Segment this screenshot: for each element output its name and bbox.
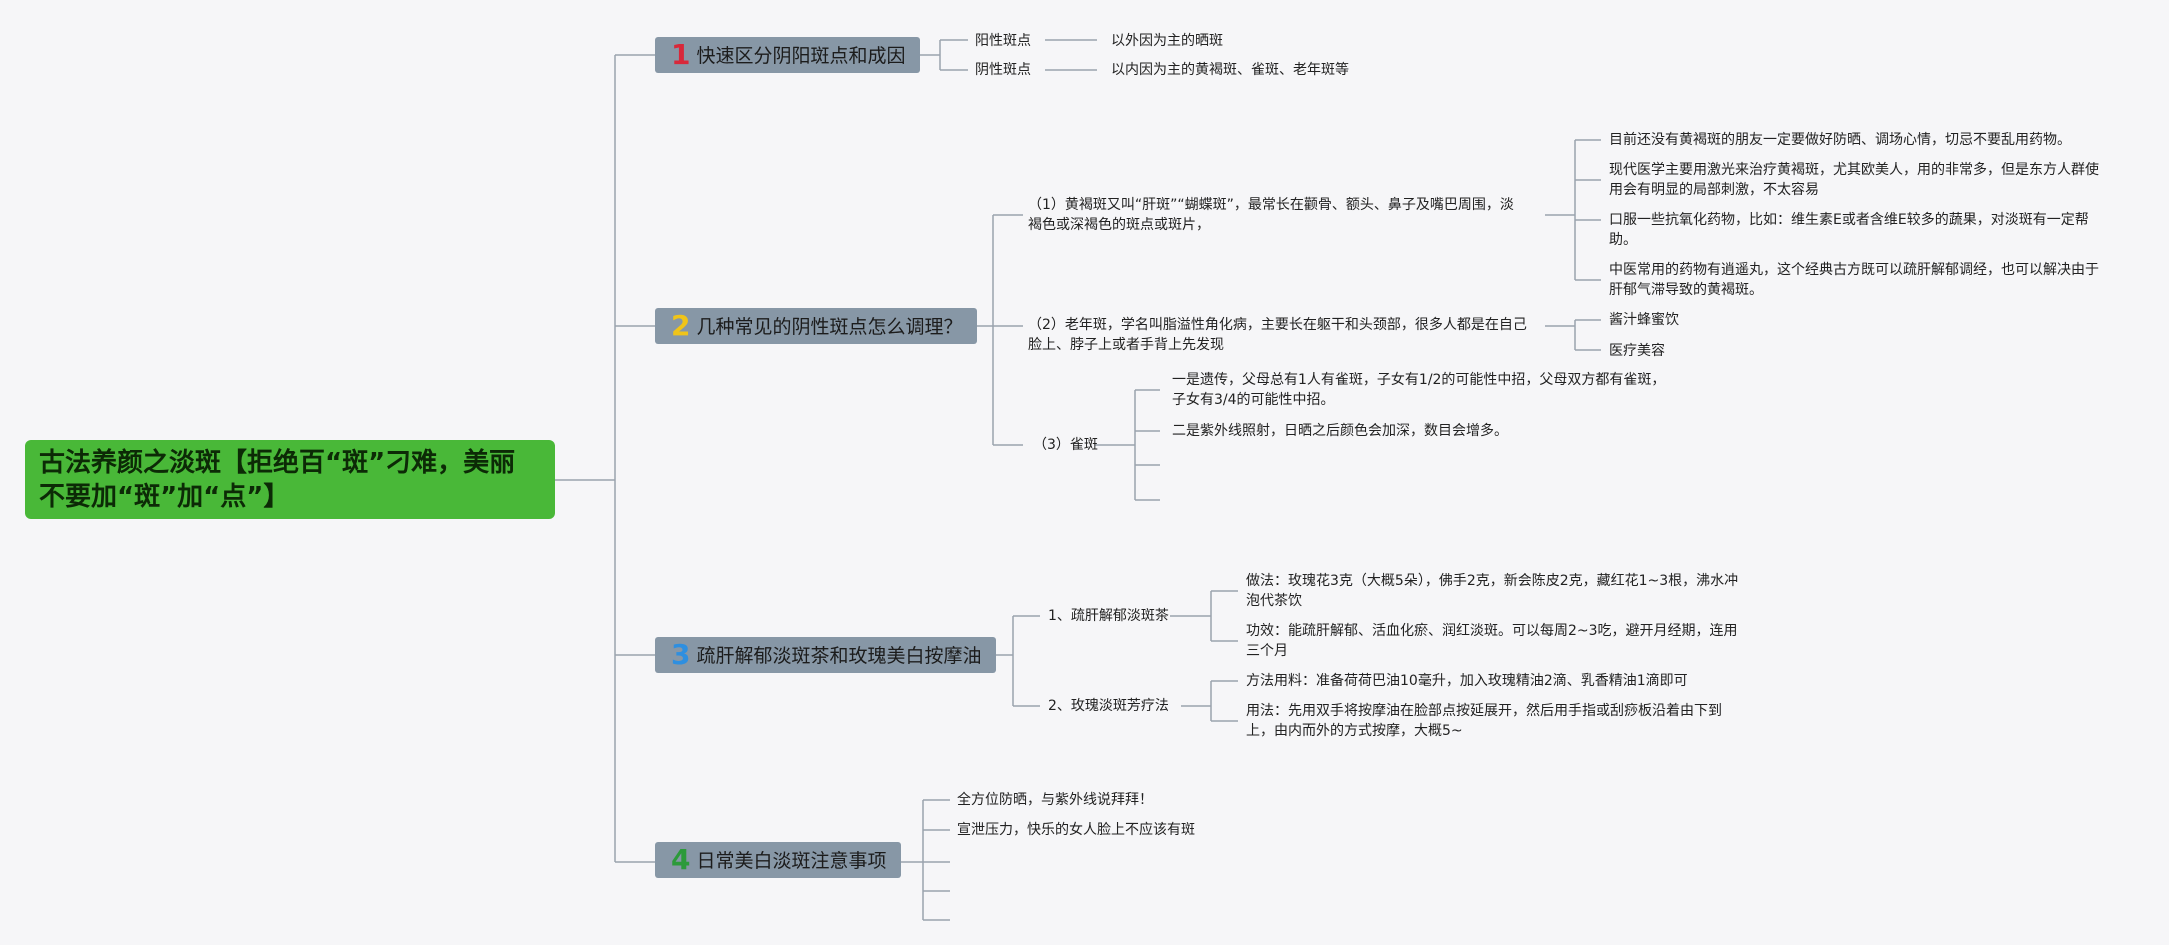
b2-i1-child-4: 中医常用的药物有逍遥丸，这个经典古方既可以疏肝解郁调经，也可以解决由于肝郁气滞导… xyxy=(1609,262,2099,298)
b3-item-2-label: 2、玫瑰淡斑芳疗法 xyxy=(1048,698,1169,714)
b4-item-2-label: 宣泄压力，快乐的女人脸上不应该有斑 xyxy=(957,822,1195,838)
b2-item-1-label: （1）黄褐斑又叫“肝斑”“蝴蝶斑”，最常长在颧骨、额头、鼻子及嘴巴周围，淡褐色或… xyxy=(1028,197,1514,233)
branch-2-label: 几种常见的阴性斑点怎么调理？ xyxy=(696,316,963,338)
branch-3-number: 3 xyxy=(671,638,691,671)
b2-i2-child-2: 医疗美容 xyxy=(1609,343,1665,359)
b2-i2-child-1: 酱汁蜂蜜饮 xyxy=(1609,312,1679,328)
branch-1-label: 快速区分阴阳斑点和成因 xyxy=(696,45,906,67)
b2-i3-child-1: 一是遗传，父母总有1人有雀斑，子女有1/2的可能性中招，父母双方都有雀斑，子女有… xyxy=(1172,372,1666,408)
b3-i2-child-1: 方法用料：准备荷荷巴油10毫升，加入玫瑰精油2滴、乳香精油1滴即可 xyxy=(1246,673,1688,689)
branch-3-label: 疏肝解郁淡斑茶和玫瑰美白按摩油 xyxy=(696,645,982,667)
branch-2-number: 2 xyxy=(671,309,691,342)
b3-i2-child-2: 用法：先用双手将按摩油在脸部点按延展开，然后用手指或刮痧板沿着由下到上，由内而外… xyxy=(1246,703,1722,739)
b2-i1-child-3: 口服一些抗氧化药物，比如：维生素E或者含维E较多的蔬果，对淡斑有一定帮助。 xyxy=(1609,212,2089,248)
branch-4-number: 4 xyxy=(671,843,691,876)
b1-item-2-label: 阴性斑点 xyxy=(975,62,1031,78)
b2-item-2-label: （2）老年斑，学名叫脂溢性角化病，主要长在躯干和头颈部，很多人都是在自己脸上、脖… xyxy=(1028,317,1527,353)
branch-1-number: 1 xyxy=(671,38,691,71)
b3-item-1-label: 1、疏肝解郁淡斑茶 xyxy=(1048,608,1169,624)
b2-item-3-label: （3）雀斑 xyxy=(1033,437,1098,453)
root-node[interactable]: 古法养颜之淡斑【拒绝百“斑”刁难，美丽不要加“斑”加“点”】 xyxy=(25,440,555,519)
b4-item-1-label: 全方位防晒，与紫外线说拜拜！ xyxy=(957,792,1153,808)
b1-item-1-detail: 以外因为主的晒斑 xyxy=(1111,33,1223,49)
b2-i3-child-2: 二是紫外线照射，日晒之后颜色会加深，数目会增多。 xyxy=(1172,423,1508,439)
b2-i1-child-1: 目前还没有黄褐斑的朋友一定要做好防晒、调场心情，切忌不要乱用药物。 xyxy=(1609,132,2071,148)
b2-i1-child-2: 现代医学主要用激光来治疗黄褐斑，尤其欧美人，用的非常多，但是东方人群使用会有明显… xyxy=(1609,162,2099,198)
branch-4-label: 日常美白淡斑注意事项 xyxy=(696,850,887,872)
root-title: 古法养颜之淡斑【拒绝百“斑”刁难，美丽不要加“斑”加“点”】 xyxy=(39,448,516,512)
b3-i1-child-2: 功效：能疏肝解郁、活血化瘀、润红淡斑。可以每周2~3吃，避开月经期，连用三个月 xyxy=(1246,623,1738,659)
b3-i1-child-1: 做法：玫瑰花3克（大概5朵），佛手2克，新会陈皮2克，藏红花1~3根，沸水冲泡代… xyxy=(1246,573,1739,609)
b1-item-2-detail: 以内因为主的黄褐斑、雀斑、老年斑等 xyxy=(1111,62,1349,78)
b1-item-1-label: 阳性斑点 xyxy=(975,33,1031,49)
